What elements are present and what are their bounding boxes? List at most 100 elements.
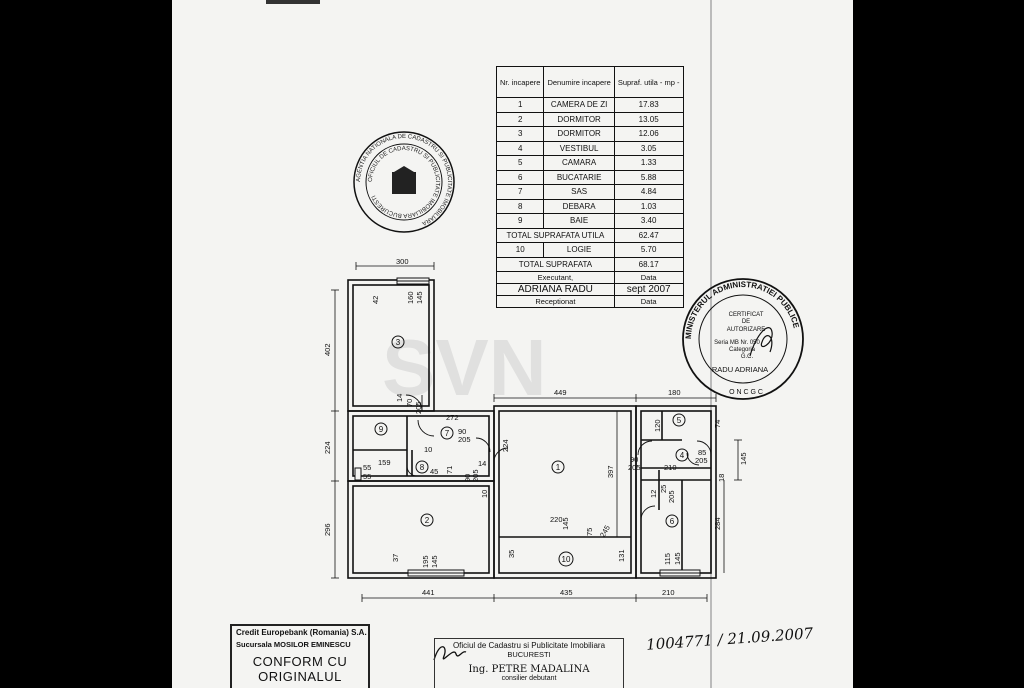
watermark-text: SVN <box>382 323 547 412</box>
total-label: TOTAL SUPRAFATA <box>496 256 615 272</box>
svg-text:Seria MB Nr. 050: Seria MB Nr. 050 <box>714 340 760 346</box>
header-number: Nr. incapere <box>495 66 545 98</box>
ministry-seal: MINISTERUL ADMINISTRATIEI PUBLICE CERTIF… <box>682 278 804 400</box>
room-label-5: 5 <box>672 413 686 427</box>
dim-160: 160 <box>406 291 415 304</box>
original-text: ORIGINALUL <box>258 669 342 684</box>
header-area: Supraf. utila - mp - <box>613 66 684 98</box>
executant-name: ADRIANA RADU <box>496 283 615 296</box>
room-label-7: 7 <box>440 426 454 440</box>
dim-14b: 14 <box>478 459 486 468</box>
dim-145d: 145 <box>561 517 570 530</box>
svg-text:DE: DE <box>742 319 750 325</box>
svg-text:Categoria: Categoria <box>729 347 756 353</box>
floor-plan: SVN <box>323 131 804 661</box>
dim-90: 90 <box>458 427 466 436</box>
svg-text:O N C G C: O N C G C <box>729 389 763 396</box>
dim-205e: 205 <box>695 456 708 465</box>
conform-text: CONFORM CU <box>252 654 348 669</box>
cadastre-city: BUCURESTI <box>507 650 551 659</box>
dim-90b: 90 <box>463 474 472 482</box>
dim-25: 25 <box>659 485 668 493</box>
room-label-1: 1 <box>551 460 565 474</box>
dim-441: 441 <box>422 588 435 597</box>
dim-90c: 90 <box>630 455 638 464</box>
dim-205b: 205 <box>458 435 471 444</box>
dim-145: 145 <box>739 452 748 465</box>
room-label-8: 8 <box>415 460 429 474</box>
dim-55b: 55 <box>363 472 371 481</box>
dim-10b: 10 <box>480 490 489 498</box>
receptionat-row: Receptionat Data <box>496 295 684 308</box>
total-useful-label: TOTAL SUPRAFATA UTILA <box>496 227 615 243</box>
dim-224: 224 <box>323 441 332 454</box>
svg-text:2: 2 <box>425 516 430 525</box>
svg-text:AUTORIZARE: AUTORIZARE <box>727 327 766 333</box>
dim-205d: 205 <box>628 463 641 472</box>
room-label-6: 6 <box>665 514 679 528</box>
dim-12: 12 <box>649 490 658 498</box>
top-scan-mark <box>266 0 320 4</box>
dim-220: 220 <box>550 515 563 524</box>
room-label-10: 10 <box>558 551 574 567</box>
table-header-row: Nr. incapere Denumire incapere Supraf. u… <box>495 66 684 98</box>
executant-date: sept 2007 <box>613 283 684 296</box>
room-label-3: 3 <box>391 335 405 349</box>
dim-180: 180 <box>668 388 681 397</box>
dim-402: 402 <box>323 343 332 356</box>
svg-text:G.C.: G.C. <box>741 354 754 360</box>
room-label-9: 9 <box>374 422 388 436</box>
total-useful-row: TOTAL SUPRAFATA UTILA 62.47 <box>496 227 684 243</box>
room-label-4: 4 <box>675 448 689 462</box>
dim-70: 70 <box>405 399 414 407</box>
dim-210b: 210 <box>664 463 677 472</box>
bank-name: Credit Europebank (Romania) S.A. <box>236 628 367 637</box>
dim-205c: 205 <box>471 469 480 482</box>
dim-71: 71 <box>445 466 454 474</box>
dim-284: 284 <box>713 517 722 530</box>
dim-37: 37 <box>391 554 400 562</box>
bank-conformity-stamp: Credit Europebank (Romania) S.A. Sucursa… <box>230 624 370 688</box>
document-sheet: SVN <box>172 0 853 688</box>
dim-120: 120 <box>653 419 662 432</box>
dim-45: 45 <box>430 467 438 476</box>
dim-296: 296 <box>323 523 332 536</box>
dim-145e: 145 <box>673 552 682 565</box>
dim-210: 210 <box>662 588 675 597</box>
dim-35: 35 <box>507 550 516 558</box>
bank-branch: Sucursala MOSILOR EMINESCU <box>236 640 351 649</box>
room-label-2: 2 <box>420 513 434 527</box>
cadastre-role: consilier debutant <box>501 675 557 682</box>
dim-205: 205 <box>414 401 423 414</box>
dim-205f: 205 <box>667 490 676 503</box>
svg-text:9: 9 <box>379 425 384 434</box>
dim-300: 300 <box>396 257 409 266</box>
dim-224b: 224 <box>501 439 510 452</box>
svg-text:7: 7 <box>445 429 450 438</box>
signature-scribble <box>433 646 467 661</box>
svg-text:RADU ADRIANA: RADU ADRIANA <box>712 365 768 374</box>
room-area-table: Nr. incapere Denumire incapere Supraf. u… <box>495 66 684 308</box>
svg-text:10: 10 <box>562 555 571 564</box>
total-useful-value: 62.47 <box>613 227 684 243</box>
dim-75: 75 <box>585 528 594 536</box>
cadastre-office-name: Oficiul de Cadastru si Publicitate Imobi… <box>452 641 606 650</box>
agency-seal: AGENTIA NATIONALA DE CADASTRU SI PUBLICI… <box>353 131 455 233</box>
dim-85: 85 <box>698 448 706 457</box>
dim-145c: 145 <box>430 555 439 568</box>
total-value: 68.17 <box>613 256 684 272</box>
dim-42: 42 <box>371 296 380 304</box>
dim-115: 115 <box>663 553 672 565</box>
executant-label-row: Executant, Data <box>496 271 684 284</box>
svg-text:1: 1 <box>556 463 561 472</box>
dim-397: 397 <box>606 465 615 478</box>
